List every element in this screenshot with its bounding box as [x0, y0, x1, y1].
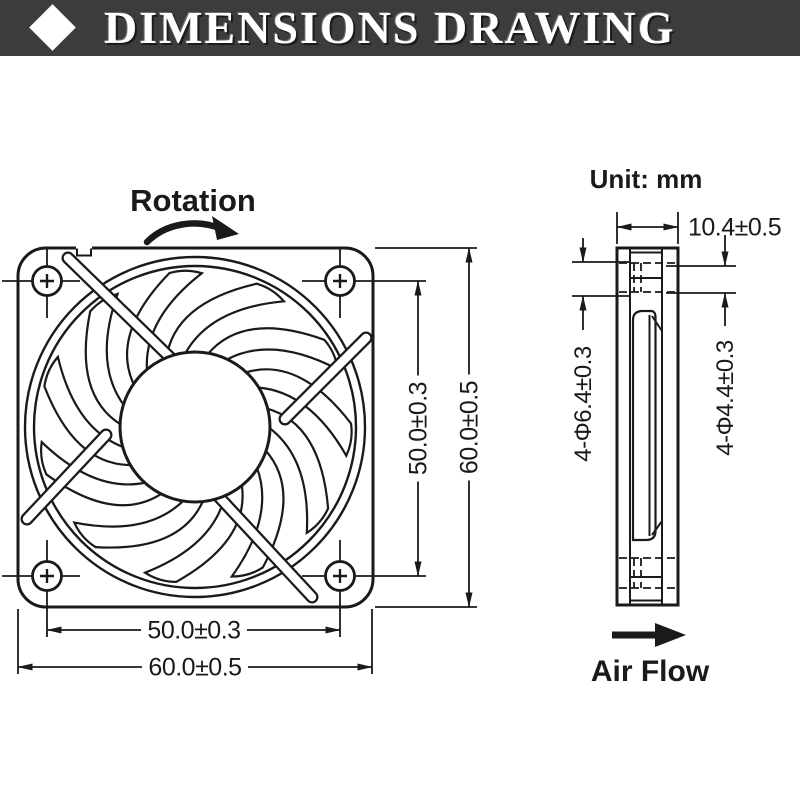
dim-frame-width-label: 60.0±0.5	[148, 653, 241, 681]
screw-hole	[2, 540, 80, 637]
air-flow-arrow-icon	[612, 623, 686, 647]
support-struts	[20, 251, 373, 604]
dim-frame-height-label: 60.0±0.5	[455, 381, 483, 474]
side-view-blade-profile	[631, 309, 663, 542]
frame-notch	[76, 244, 92, 257]
screw-hole	[2, 248, 80, 318]
fan-blade	[165, 282, 287, 361]
screw-holes	[2, 248, 426, 637]
fan-blade	[142, 482, 244, 584]
dim-horizontal-hole-pitch: 50.0±0.3	[46, 616, 341, 644]
fan-blade	[39, 439, 165, 507]
dim-intake-hole-label: 4-Φ6.4±0.3	[570, 346, 597, 462]
dim-exhaust-hole-label: 4-Φ4.4±0.3	[712, 340, 739, 456]
venturi-ring-outer	[23, 255, 367, 599]
screw-hole	[302, 248, 426, 318]
rotation-label: Rotation	[130, 183, 256, 218]
dim-vertical-hole-pitch-label: 50.0±0.3	[404, 382, 432, 475]
unit-label: Unit: mm	[590, 164, 703, 194]
dim-exhaust-hole: 4-Φ4.4±0.3	[666, 235, 739, 456]
dim-horizontal-hole-pitch-label: 50.0±0.3	[147, 616, 240, 644]
dim-intake-hole: 4-Φ6.4±0.3	[570, 238, 629, 462]
venturi-ring-inner	[32, 264, 358, 590]
fan-side-view: Unit: mm	[570, 164, 782, 688]
screw-hole	[302, 540, 426, 637]
fan-blade	[243, 368, 353, 459]
side-view-frame-lines	[629, 248, 663, 605]
dim-thickness-label: 10.4±0.5	[688, 213, 781, 241]
rotation-arrow-icon	[143, 216, 239, 246]
fan-blades	[39, 269, 353, 584]
dim-frame-width: 60.0±0.5	[17, 653, 373, 681]
fan-blade	[205, 327, 340, 372]
fan-hub	[118, 350, 272, 504]
dim-vertical-hole-pitch: 50.0±0.3	[404, 280, 432, 577]
side-view-hidden-holes	[619, 262, 676, 589]
page-title: DIMENSIONS DRAWING	[104, 2, 676, 53]
air-flow-label: Air Flow	[591, 655, 710, 688]
fan-front-view: 50.0±0.3 60.0±0.5 50.0±0.3	[2, 183, 483, 681]
extension-lines	[17, 247, 477, 674]
dim-thickness: 10.4±0.5	[616, 212, 782, 244]
fan-blade	[72, 499, 205, 549]
fan-blade	[265, 406, 330, 535]
header-banner: DIMENSIONS DRAWING	[0, 0, 800, 56]
dim-frame-height: 60.0±0.5	[455, 247, 483, 608]
